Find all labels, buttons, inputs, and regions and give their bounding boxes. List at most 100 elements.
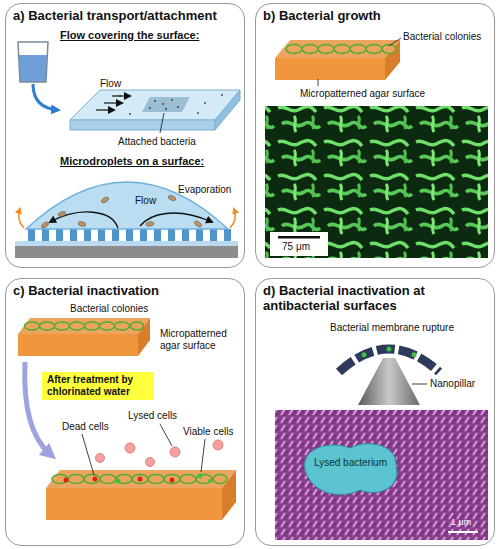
flow-channel [221,94,223,96]
micropillar-substrate [15,246,238,258]
nanopillar-illustration [358,358,420,405]
panel-frame: d) Bacterial inactivation at antibacteri… [255,278,495,546]
treated-agar-block [138,477,143,482]
panel-frame: b) Bacterial growth [255,3,495,268]
micropillar-substrate [224,229,231,241]
flow-channel [142,97,190,112]
beaker-icon [18,42,48,82]
flow-channel [154,100,156,102]
flow-channel [70,90,240,130]
leader-line [160,424,172,446]
treated-agar-block [213,475,227,484]
panel-title: c) Bacterial inactivation [6,279,244,302]
agar-block [131,322,144,330]
leader-line [160,113,164,133]
leader-line [318,79,319,86]
treated-agar-block [52,475,68,484]
part-label: Nanopillar [430,378,475,390]
agar-block [18,318,150,334]
treated-agar-block [132,475,148,484]
flow-channel [149,107,151,109]
treated-agar-block [100,475,116,484]
treated-agar-block [46,470,236,488]
treated-agar-block [116,474,213,484]
treated-agar-block [52,475,227,484]
treated-agar-block [148,475,164,484]
panel-title: a) Bacterial transport/attachment [6,4,244,27]
agar-block [275,58,385,80]
fluorescence-micrograph [265,106,488,258]
nanopillar-illustration [339,347,439,406]
nanopillar-illustration [339,349,439,372]
beaker-icon [19,55,47,82]
panel-frame: a) Bacterial transport/attachment [5,3,245,268]
lysed-cells [125,443,135,453]
evaporation-arrows [230,209,235,228]
agar-block [302,45,318,54]
nanopillar-illustration [412,384,427,385]
agar-block [18,334,138,356]
sem-image [448,531,478,533]
fluorescence-micrograph [265,106,488,258]
scale-label: 75 μm [282,241,310,253]
lysed-cells [96,454,105,463]
section-heading: Microdroplets on a surface: [60,155,204,168]
micropillar-substrate [210,229,217,241]
nanopillar-illustration [412,352,417,357]
flow-label: Flow [135,195,156,207]
agar-block [100,322,115,330]
nanopillar-illustration [362,352,367,357]
flow-channel [197,112,199,114]
treated-agar-block [170,478,175,483]
sem-image [304,444,397,495]
micropillar-substrate [154,229,161,241]
evaporation-arrows [19,209,24,228]
evaporation-arrows [19,209,236,228]
droplet [41,194,203,229]
treated-agar-block [198,474,203,479]
droplet [100,196,109,204]
agar-block [275,40,400,80]
agar-block [70,322,85,330]
agar-block [334,45,350,54]
treated-agar-block [68,475,84,484]
micropillar-substrate [84,229,91,241]
micropillar-substrate [15,229,238,258]
fluorescence-micrograph [278,236,320,239]
agar-block [318,45,334,54]
micropillar-substrate [70,229,77,241]
micropillar-substrate [182,229,189,241]
treated-agar-block [46,470,236,520]
micropillar-substrate [126,229,133,241]
part-label: Lysed cells [128,410,177,422]
highlight-text: After treatment by chlorinated water [47,374,149,398]
part-label: Viable cells [183,426,233,438]
part-label: Bacterial membrane rupture [330,322,454,334]
lysed-cells [170,447,180,457]
part-label: Bacterial colonies [70,303,148,315]
leader-line [318,38,401,86]
beaker-icon [33,84,58,110]
flow-channel [165,108,167,110]
fluorescence-micrograph [265,106,488,258]
treated-agar-block [46,488,222,520]
treated-agar-block [84,475,100,484]
section-heading: Flow covering the surface: [60,29,199,42]
part-label: Micropatterned agar surface [300,88,425,100]
agar-block [275,40,400,58]
sem-image [275,410,488,540]
part-label: Evaporation [178,184,231,196]
agar-block [25,322,40,330]
agar-block [55,322,70,330]
treated-agar-block [64,477,175,483]
flow-channel [70,120,215,130]
treated-agar-block [116,479,121,484]
flow-channel [129,113,131,115]
flow-arrows [96,96,130,110]
highlight-box: After treatment by chlorinated water [42,372,154,400]
micropillar-substrate [98,229,105,241]
flow-channel [215,90,240,130]
treated-agar-block [164,475,180,484]
flow-label: Flow [100,78,121,90]
